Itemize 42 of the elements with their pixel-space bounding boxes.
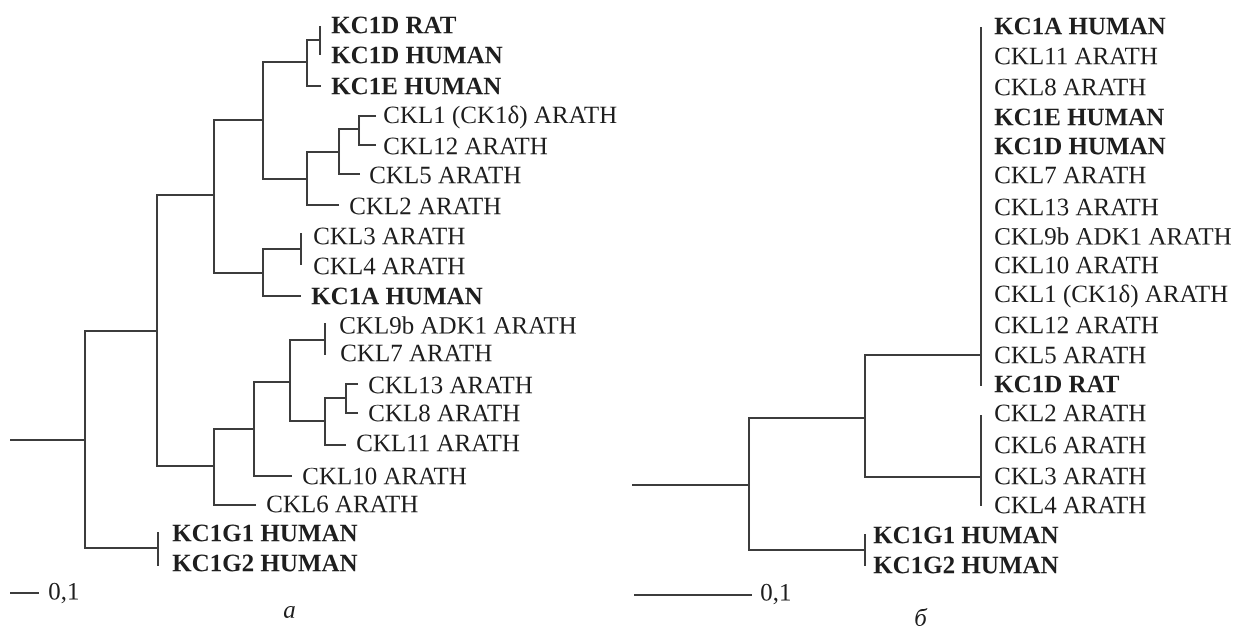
leaf-label: CKL11 ARATH [995,47,1158,65]
leaf-label: CKL2 ARATH [350,197,501,215]
leaf-label: CKL4 ARATH [995,496,1146,514]
leaf-label: KC1D HUMAN [994,137,1166,155]
leaf-label: CKL10 ARATH [995,256,1159,274]
leaf-label: CKL7 ARATH [995,166,1146,184]
leaf-label: CKL3 ARATH [995,467,1146,485]
leaf-label: CKL2 ARATH [995,404,1146,422]
leaf-label: CKL8 ARATH [995,78,1146,96]
leaf-label: CKL12 ARATH [384,137,548,155]
leaf-label: CKL5 ARATH [370,166,521,184]
leaf-label: KC1D RAT [994,375,1120,393]
leaf-label: KC1G2 HUMAN [172,554,358,572]
leaf-label: CKL12 ARATH [995,316,1159,334]
leaf-label: CKL3 ARATH [314,227,465,245]
leaf-label: KC1E HUMAN [331,77,501,95]
scale-label: 0,1 [761,583,790,605]
leaf-label: CKL13 ARATH [369,376,533,394]
scale-label: 0,1 [49,582,78,604]
panel-letter: б [915,607,928,627]
leaf-label: CKL6 ARATH [995,436,1146,454]
leaf-label: CKL10 ARATH [303,467,467,485]
leaf-label: CKL11 ARATH [357,434,520,452]
leaf-label: KC1G1 HUMAN [172,524,358,542]
leaf-label: CKL9b ADK1 ARATH [340,316,576,334]
leaf-label: CKL5 ARATH [995,346,1146,364]
leaf-label: CKL9b ADK1 ARATH [995,227,1231,245]
leaf-label: CKL6 ARATH [267,495,418,513]
leaf-label: KC1G2 HUMAN [873,556,1059,574]
leaf-label: CKL7 ARATH [341,344,492,362]
leaf-label: CKL13 ARATH [995,198,1159,216]
leaf-label: KC1A HUMAN [311,287,483,305]
leaf-label: CKL1 (CK1δ) ARATH [995,284,1228,308]
leaf-label: KC1D RAT [331,16,457,34]
leaf-label: KC1G1 HUMAN [873,526,1059,544]
leaf-label: KC1A HUMAN [994,17,1166,35]
leaf-label: CKL4 ARATH [314,257,465,275]
panel-letter: а [283,606,295,618]
leaf-label: KC1D HUMAN [331,46,503,64]
leaf-label: CKL8 ARATH [369,404,520,422]
leaf-label: KC1E HUMAN [994,108,1164,126]
leaf-label: CKL1 (CK1δ) ARATH [384,105,617,129]
